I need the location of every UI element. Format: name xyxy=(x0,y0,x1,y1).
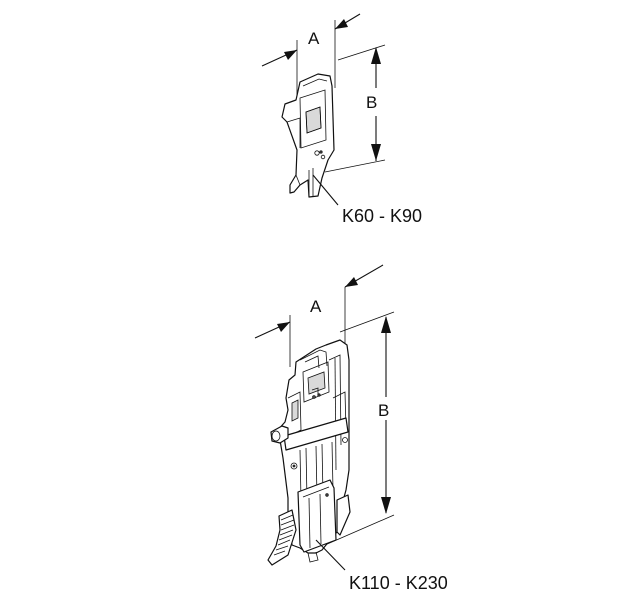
bottom-clip-figure: A B xyxy=(254,264,448,593)
top-dimension-b xyxy=(324,44,386,173)
top-callout-leader xyxy=(312,174,339,206)
bottom-model-range-label: K110 - K230 xyxy=(349,573,448,593)
bottom-callout-leader xyxy=(315,539,346,571)
bottom-dimension-a-label: A xyxy=(310,297,322,316)
bottom-clip-part xyxy=(267,339,351,566)
top-clip-figure: A B K60 - K90 xyxy=(261,13,422,226)
top-dimension-b-label: B xyxy=(366,93,377,112)
top-dimension-a-label: A xyxy=(308,29,320,48)
top-dimension-a xyxy=(261,13,361,95)
top-model-range-label: K60 - K90 xyxy=(342,206,422,226)
top-clip-part xyxy=(281,73,335,198)
bottom-dimension-b-label: B xyxy=(378,401,389,420)
bottom-dimension-a xyxy=(254,264,384,367)
